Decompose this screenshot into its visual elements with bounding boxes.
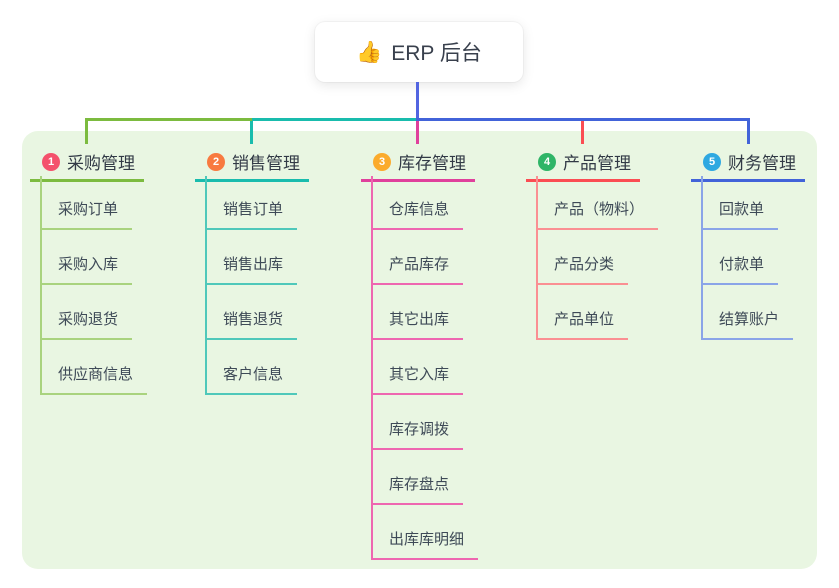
branch-4-badge: 4 [538,152,556,171]
node-product-stock[interactable]: 产品库存 [371,253,464,285]
bus-segment-green [85,118,252,121]
node-stock-transfer[interactable]: 库存调拨 [371,418,464,450]
branch-header-purchase[interactable]: 1 采购管理 [30,149,144,182]
drop-line-branch-5 [747,118,750,144]
node-customer-info[interactable]: 客户信息 [205,363,298,395]
node-sales-return[interactable]: 销售退货 [205,308,298,340]
drop-line-branch-3 [416,121,419,144]
branch-5-label: 财务管理 [728,154,796,173]
drop-line-branch-4 [581,121,584,144]
branch-3-rail [371,176,373,560]
node-sales-outbound[interactable]: 销售出库 [205,253,298,285]
branch-1-rail [40,176,42,395]
node-payment-bill[interactable]: 付款单 [701,253,779,285]
node-other-outbound[interactable]: 其它出库 [371,308,464,340]
branch-3-label: 库存管理 [398,154,466,173]
node-supplier-info[interactable]: 供应商信息 [40,363,148,395]
node-product-material[interactable]: 产品（物料） [536,198,659,230]
bus-segment-blue [416,118,750,121]
root-connector-line [416,82,419,121]
branch-header-sales[interactable]: 2 销售管理 [195,149,309,182]
branch-5-badge: 5 [703,152,721,171]
branch-1-badge: 1 [42,152,60,171]
node-product-category[interactable]: 产品分类 [536,253,629,285]
node-receipt-bill[interactable]: 回款单 [701,198,779,230]
drop-line-branch-2 [250,121,253,144]
branch-2-rail [205,176,207,395]
drop-line-branch-1 [85,118,88,144]
node-sales-order[interactable]: 销售订单 [205,198,298,230]
bus-segment-teal [252,118,416,121]
node-purchase-inbound[interactable]: 采购入库 [40,253,133,285]
branch-2-label: 销售管理 [232,154,300,173]
node-settlement-account[interactable]: 结算账户 [701,308,794,340]
node-purchase-order[interactable]: 采购订单 [40,198,133,230]
branch-3-badge: 3 [373,152,391,171]
node-purchase-return[interactable]: 采购退货 [40,308,133,340]
branch-header-inventory[interactable]: 3 库存管理 [361,149,475,182]
node-stock-check[interactable]: 库存盘点 [371,473,464,505]
branch-header-product[interactable]: 4 产品管理 [526,149,640,182]
node-outbound-details[interactable]: 出库库明细 [371,528,479,560]
root-label: ERP 后台 [391,42,482,65]
branch-2-badge: 2 [207,152,225,171]
branches-panel [22,131,817,569]
branch-header-finance[interactable]: 5 财务管理 [691,149,805,182]
node-product-unit[interactable]: 产品单位 [536,308,629,340]
branch-1-label: 采购管理 [67,154,135,173]
node-other-inbound[interactable]: 其它入库 [371,363,464,395]
branch-4-label: 产品管理 [563,154,631,173]
root-node[interactable]: 👍 ERP 后台 [315,22,523,82]
node-warehouse-info[interactable]: 仓库信息 [371,198,464,230]
branch-5-rail [701,176,703,340]
branch-4-rail [536,176,538,340]
thumbs-up-icon: 👍 [356,40,383,64]
